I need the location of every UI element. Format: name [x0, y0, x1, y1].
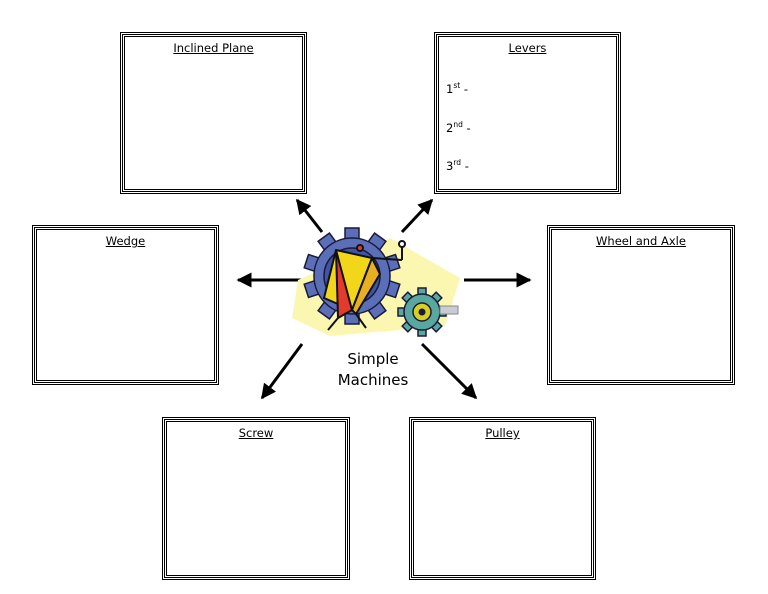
arrow-to-pulley: [420, 342, 478, 400]
wedge-title: Wedge: [105, 234, 146, 248]
inclined-plane-title: Inclined Plane: [173, 41, 254, 55]
lever-first: 1st -: [446, 81, 468, 96]
axle-piece: [439, 305, 459, 315]
gears-machine-icon: [292, 227, 460, 337]
arrow-to-screw: [260, 343, 304, 400]
inclined-plane-box: Inclined Plane: [120, 32, 307, 194]
arrow-to-levers: [400, 198, 434, 234]
arrow-to-inclined-plane: [295, 198, 324, 233]
pulley-title: Pulley: [485, 426, 520, 440]
lever-second: 2nd -: [446, 120, 471, 135]
wheel-and-axle-title: Wheel and Axle: [596, 234, 686, 248]
center-label-machines: Machines: [337, 371, 409, 389]
levers-box: Levers 1st - 2nd - 3rd -: [434, 32, 621, 194]
small-gear-icon: [397, 287, 447, 337]
pulley-box: Pulley: [409, 417, 596, 580]
lever-third: 3rd -: [446, 158, 469, 173]
wedge-box: Wedge: [32, 225, 219, 385]
levers-title: Levers: [508, 41, 547, 55]
center-label-simple: Simple: [347, 350, 399, 368]
screw-title: Screw: [238, 426, 274, 440]
wheel-and-axle-box: Wheel and Axle: [547, 225, 735, 385]
screw-box: Screw: [162, 417, 350, 580]
machine-body-icon: [323, 240, 406, 331]
